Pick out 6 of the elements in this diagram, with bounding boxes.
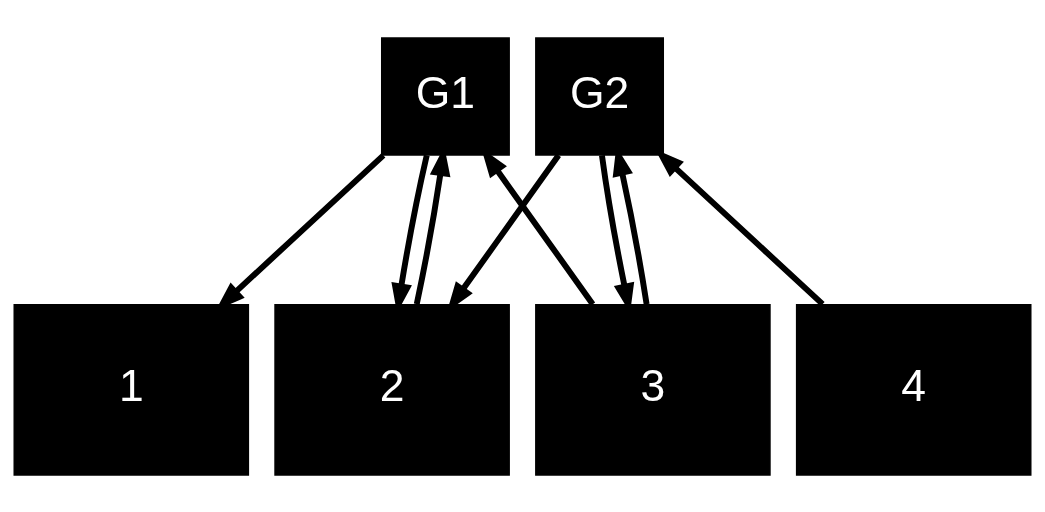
node-box: G1 (381, 36, 510, 156)
node-box: G2 (535, 36, 664, 156)
node-box: 4 (795, 303, 1032, 476)
node-box: 1 (13, 303, 250, 476)
node-box: 2 (274, 303, 510, 476)
node-box: 3 (535, 303, 771, 476)
